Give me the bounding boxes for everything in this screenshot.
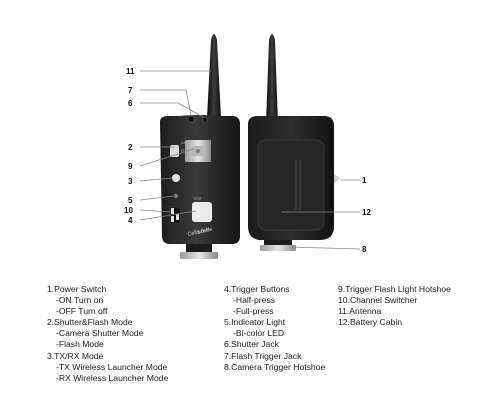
legend-item: 4.Trigger Buttons: [224, 284, 290, 294]
antenna-front: [207, 34, 221, 118]
trigger-button: [192, 202, 212, 222]
brand-text: GODOX: [197, 226, 213, 235]
legend-sub-item: -ON Turn on: [56, 295, 104, 306]
foot-plate-back: [260, 245, 296, 251]
leader-lines: [139, 70, 361, 250]
battery-door-grip: [295, 160, 301, 210]
shutter-flash-switch: [170, 145, 179, 157]
camera-hotshoe-foot-back: [264, 240, 292, 246]
front-transceiver: CAMERA FLASH TEST GODOX Cells II-N: [160, 34, 240, 259]
callout-8: 8: [362, 245, 367, 254]
callout-7: 7: [128, 86, 133, 95]
product-diagram: CAMERA FLASH TEST GODOX Cells II-N: [124, 34, 371, 259]
legend-item: 7.Flash Trigger Jack: [224, 350, 302, 361]
hotshoe-pin: [196, 149, 200, 153]
label-test: TEST: [193, 197, 203, 201]
legend-item: 1.Power Switch: [47, 284, 107, 294]
flash-trigger-jack: [202, 117, 208, 123]
legend-sub-item: -Flash Mode: [56, 339, 104, 350]
callout-2: 2: [128, 143, 133, 152]
callout-6: 6: [128, 99, 133, 108]
indicator-light: [173, 193, 179, 199]
legend-sub-item: -Bi-color LED: [233, 328, 285, 339]
legend-item: 11.Antenna: [338, 306, 382, 317]
legend-item: 12.Battery Cabin: [338, 317, 403, 328]
callout-4: 4: [128, 216, 133, 225]
callout-12: 12: [362, 208, 371, 217]
txrx-switch: [172, 174, 180, 182]
foot-plate-front: [180, 252, 218, 259]
legend-item: 2.Shutter&Flash Mode: [47, 317, 133, 328]
legend-item: 10.Channel Switcher: [338, 295, 418, 306]
callout-numbers: 11 7 6 2 9 3 5 10 4 1 12 8: [124, 67, 371, 254]
legend-item: 6.Shutter Jack: [224, 339, 279, 350]
legend-sub-item: -TX Wireless Launcher Mode: [56, 361, 168, 372]
battery-cabin: [257, 139, 325, 231]
legend-item: 3.TX/RX Mode: [47, 350, 104, 361]
callout-9: 9: [128, 162, 133, 171]
callout-3: 3: [128, 177, 133, 186]
camera-hotshoe-foot-front: [186, 244, 212, 252]
shutter-jack: [187, 115, 195, 123]
legend-sub-item: -OFF Turn off: [56, 306, 108, 317]
callout-10: 10: [124, 206, 133, 215]
callout-1: 1: [362, 176, 367, 185]
callout-11: 11: [126, 67, 135, 76]
legend-sub-item: -RX Wireless Launcher Mode: [56, 372, 169, 383]
legend-sub-item: -Half-press: [233, 295, 276, 306]
power-switch: [334, 174, 340, 184]
legend-item: 9.Trigger Flash Light Hotshoe: [338, 284, 451, 294]
legend-sub-item: -Full-press: [233, 306, 274, 317]
legend-sub-item: -Camera Shutter Mode: [56, 328, 144, 339]
model-text: Cells II-N: [187, 227, 210, 238]
back-transceiver: [248, 34, 340, 251]
front-body: [160, 116, 240, 244]
callout-5: 5: [128, 196, 133, 205]
antenna-back: [266, 34, 278, 124]
legend-item: 5.Indicator Light: [224, 317, 286, 328]
legend-item: 8.Camera Trigger Hotshoe: [224, 361, 326, 372]
